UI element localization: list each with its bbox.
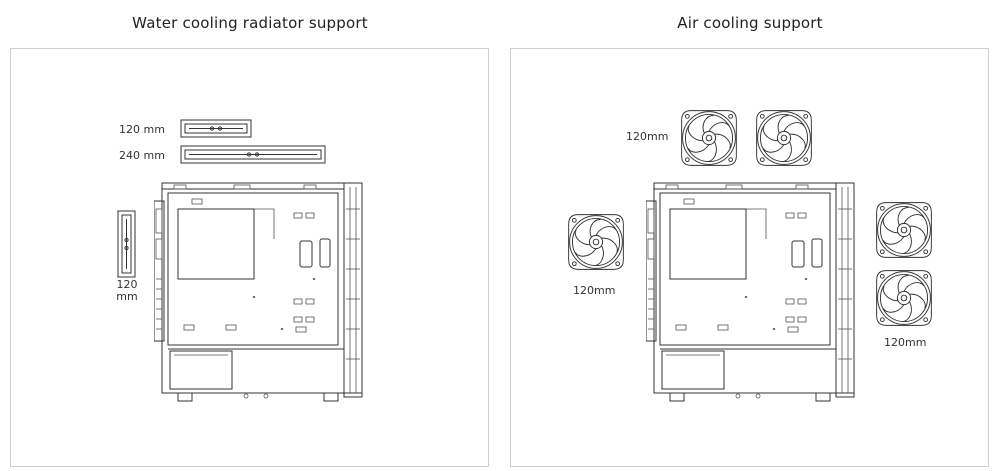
air-cooling-panel: 120mm 120mm 120mm	[510, 48, 989, 467]
top-fan-1-icon	[676, 105, 742, 171]
front-fan-1-icon	[871, 197, 937, 263]
radiator-rear-label-value: 120	[116, 278, 138, 291]
front-fan-label: 120mm	[884, 336, 927, 349]
radiator-120-top	[180, 119, 252, 138]
top-fan-2-icon	[751, 105, 817, 171]
radiator-240-top	[180, 145, 326, 164]
top-fan-label: 120mm	[626, 130, 669, 143]
radiator-120-rear	[117, 210, 136, 278]
air-cooling-title: Air cooling support	[677, 14, 823, 32]
radiator-240-label: 240 mm	[119, 149, 165, 162]
pc-case-diagram	[154, 175, 374, 411]
water-cooling-panel: 120 mm 240 mm 120 mm	[10, 48, 489, 467]
rear-fan-icon	[563, 209, 629, 275]
front-fan-2-icon	[871, 265, 937, 331]
radiator-120-label: 120 mm	[119, 123, 165, 136]
radiator-rear-label-unit: mm	[116, 290, 138, 303]
water-cooling-title: Water cooling radiator support	[132, 14, 368, 32]
pc-case-diagram	[646, 175, 866, 411]
rear-fan-label: 120mm	[573, 284, 616, 297]
